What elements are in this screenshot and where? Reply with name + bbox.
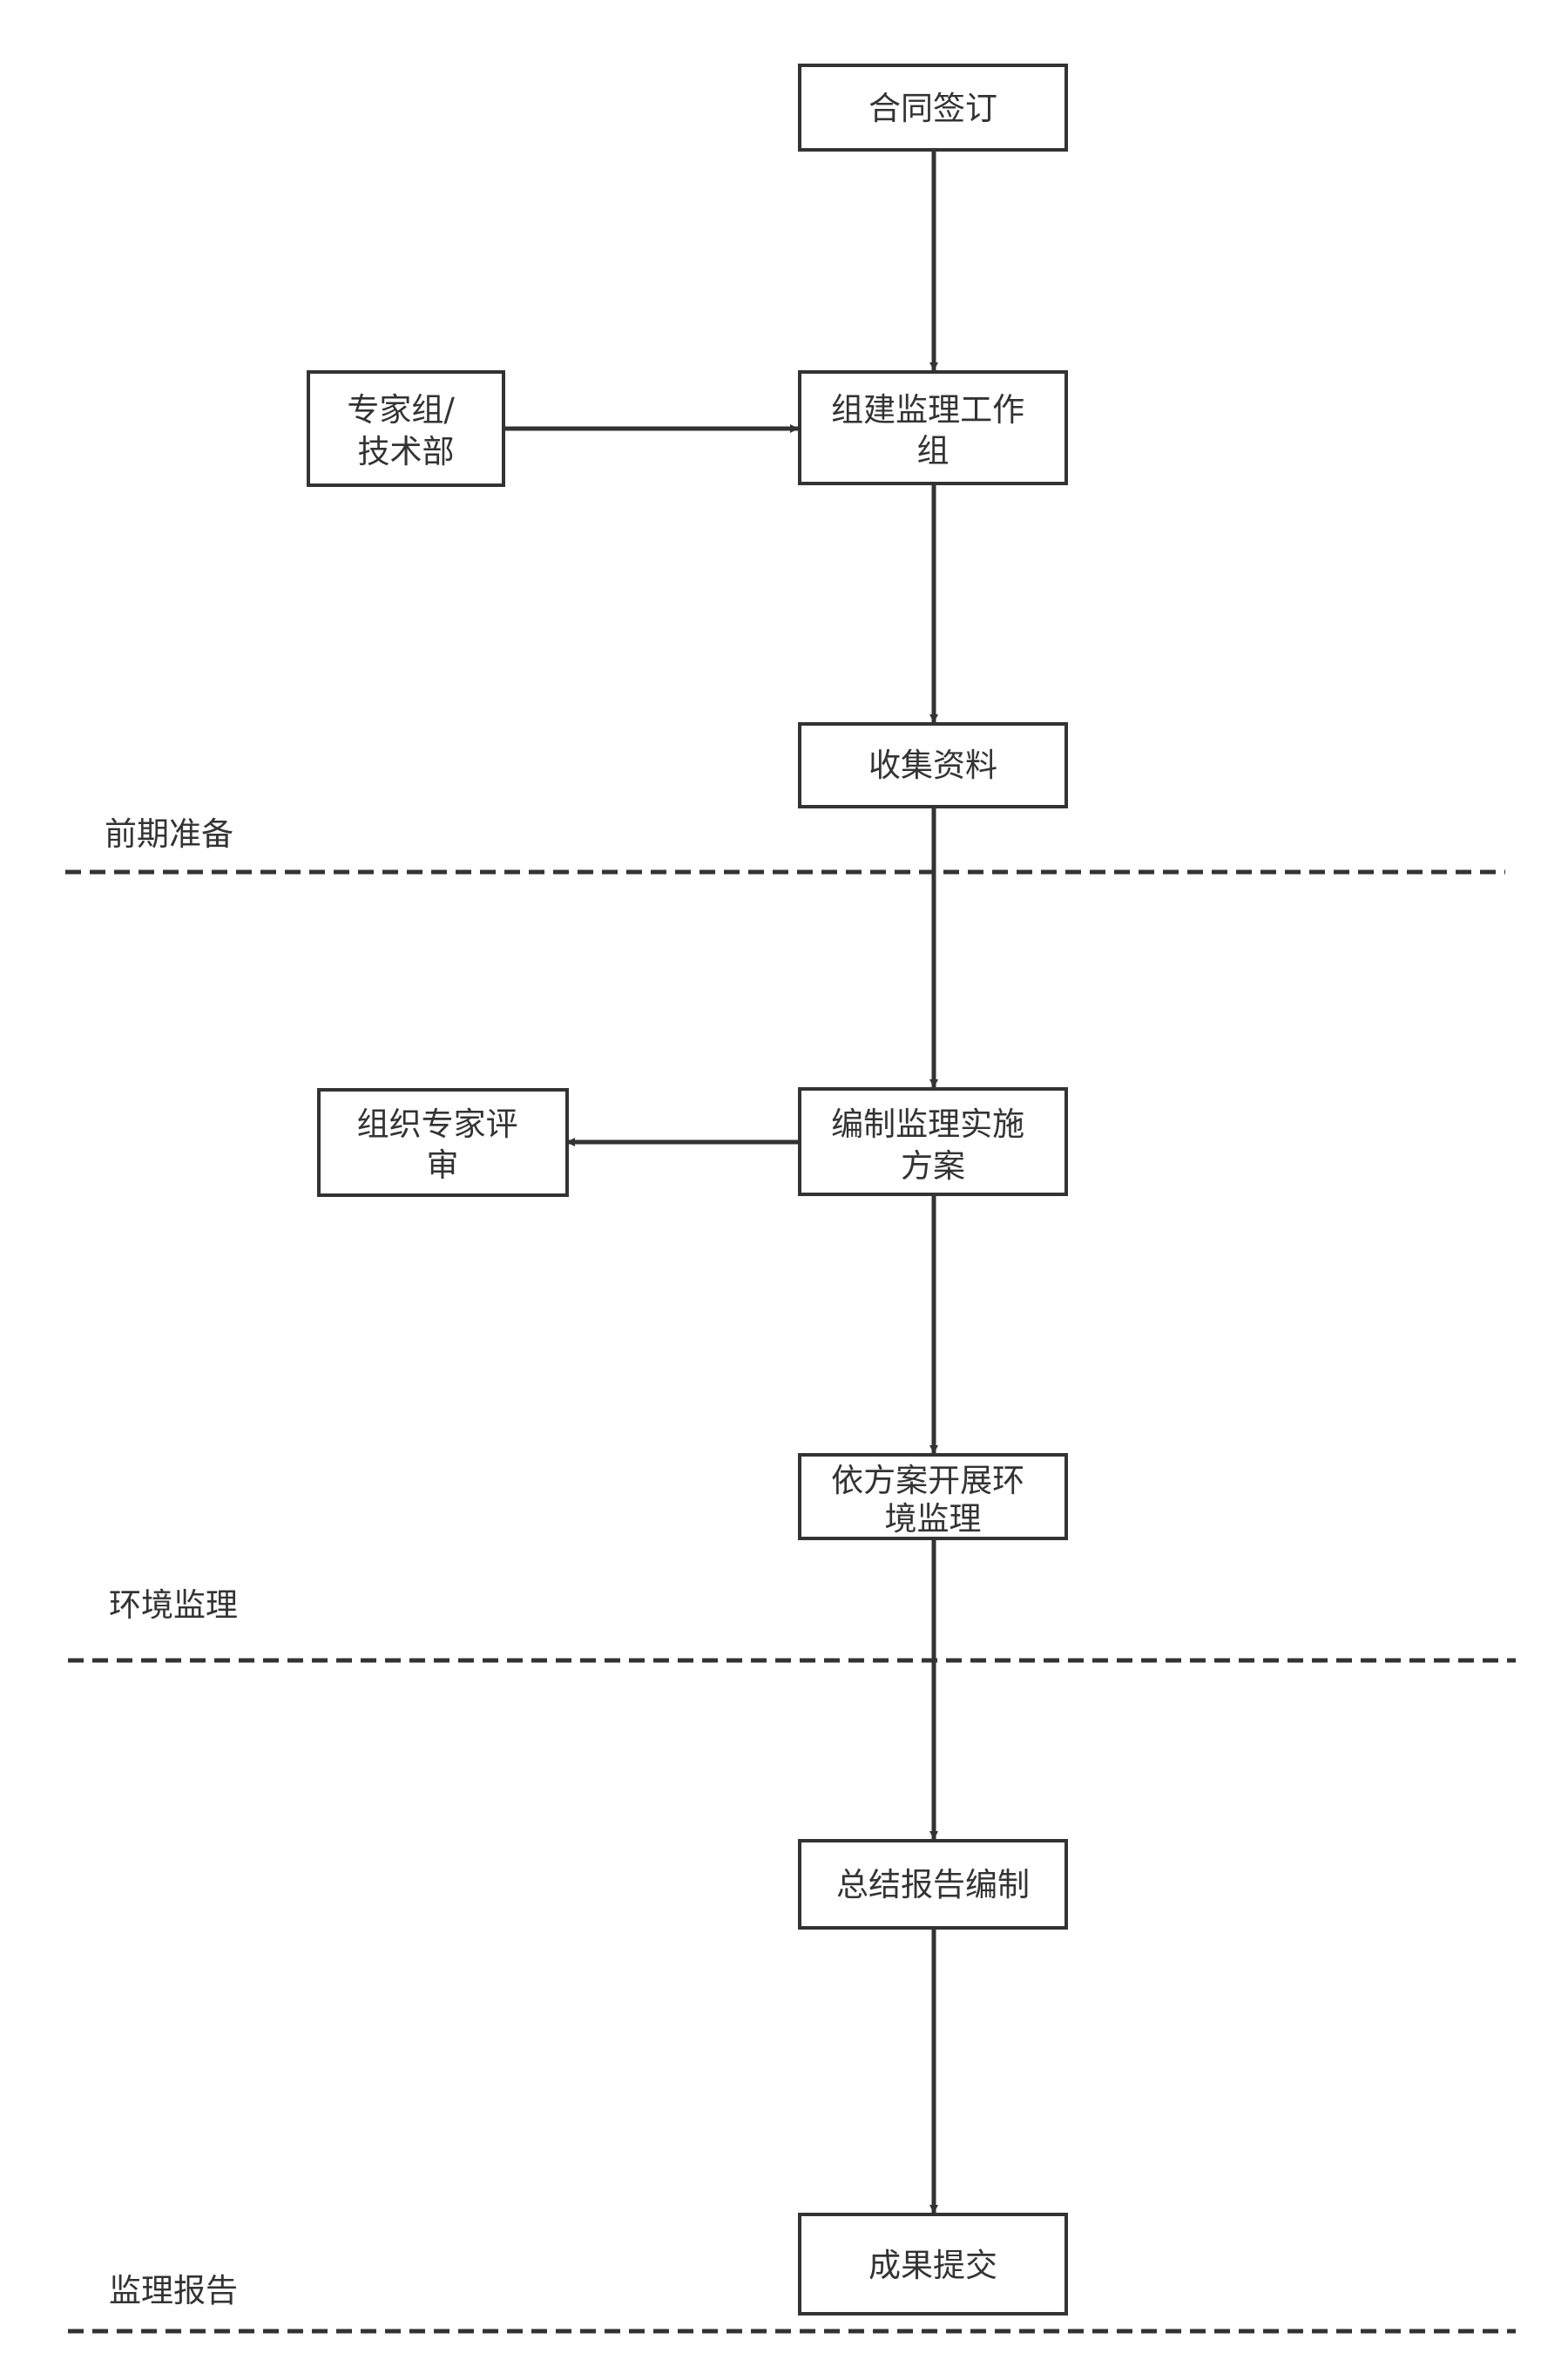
- node-label-line-1: 组织专家评: [357, 1105, 518, 1143]
- node-label-line-1: 编制监理实施: [831, 1105, 1024, 1143]
- node-form-team: 组建监理工作 组: [798, 370, 1068, 485]
- node-label: 依方案开展环 境监理: [831, 1462, 1035, 1538]
- node-box: [798, 64, 1068, 152]
- node-label: 组建监理工作 组: [831, 391, 1035, 470]
- node-label: 总结报告编制: [836, 1866, 1030, 1903]
- node-expert-group: 专家组/ 技术部: [307, 370, 505, 487]
- phase-label-report: 监理报告: [109, 2272, 238, 2309]
- node-label: 合同签订: [868, 90, 997, 127]
- node-label: 编制监理实施 方案: [831, 1105, 1035, 1185]
- node-label: 组织专家评 审: [357, 1105, 529, 1184]
- node-box: [307, 370, 505, 487]
- node-label: 收集资料: [868, 747, 997, 784]
- phase-label-preparation: 前期准备: [105, 815, 233, 853]
- node-box: [798, 1839, 1068, 1930]
- node-label: 专家组/ 技术部: [347, 391, 464, 470]
- node-label-line-1: 专家组/: [347, 391, 455, 429]
- node-label-line-2: 组: [917, 432, 950, 470]
- node-compile-plan: 编制监理实施 方案: [798, 1087, 1068, 1196]
- node-label-line-1: 组建监理工作: [831, 391, 1024, 429]
- node-box: [798, 722, 1068, 808]
- node-collect-data: 收集资料: [798, 722, 1068, 808]
- node-label-line-2: 方案: [901, 1147, 965, 1185]
- node-carry-out-monitoring: 依方案开展环 境监理: [798, 1453, 1068, 1540]
- node-summary-report: 总结报告编制: [798, 1839, 1068, 1930]
- phase-label-monitoring: 环境监理: [109, 1586, 238, 1624]
- node-label-line-1: 依方案开展环: [831, 1462, 1024, 1499]
- node-contract-signing: 合同签订: [798, 64, 1068, 152]
- node-expert-review: 组织专家评 审: [317, 1088, 569, 1197]
- node-box: [798, 1453, 1068, 1540]
- node-label-line-2: 境监理: [885, 1500, 982, 1538]
- edges: [504, 150, 938, 2214]
- node-label: 成果提交: [868, 2247, 997, 2284]
- node-label-line-2: 审: [427, 1146, 459, 1184]
- node-box: [798, 1087, 1068, 1196]
- node-submit-results: 成果提交: [798, 2213, 1068, 2316]
- node-box: [317, 1088, 569, 1197]
- node-label-line-2: 技术部: [358, 433, 455, 470]
- node-box: [798, 370, 1068, 485]
- node-box: [798, 2213, 1068, 2316]
